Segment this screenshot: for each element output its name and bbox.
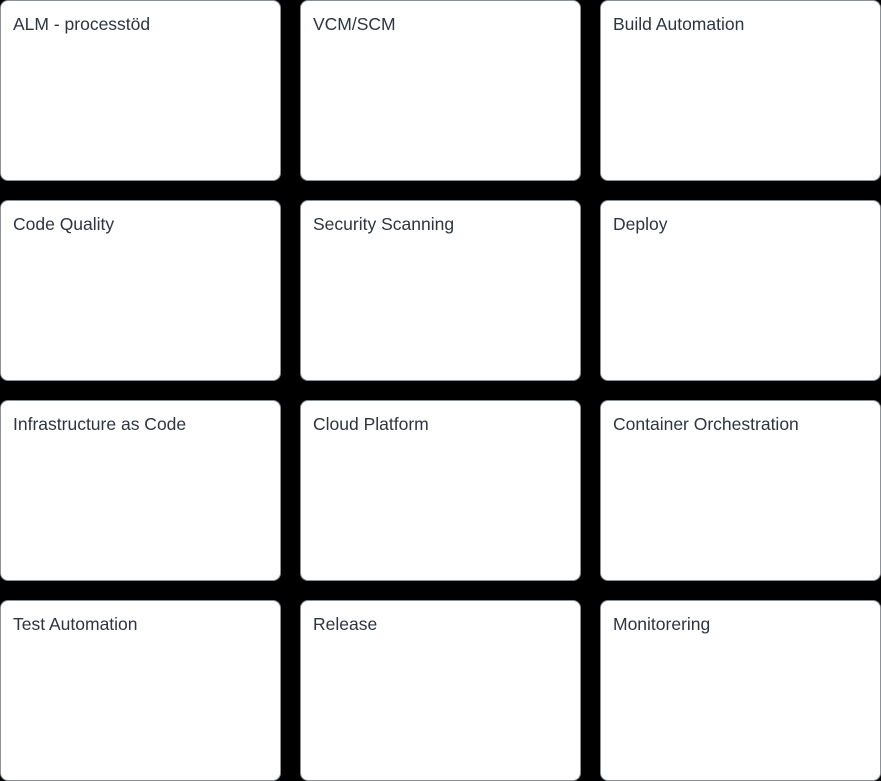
card-title: Cloud Platform (313, 414, 429, 434)
card-title: Code Quality (13, 214, 115, 234)
card-body[interactable] (313, 43, 570, 172)
card-body[interactable] (13, 643, 270, 772)
card-security-scanning[interactable]: Security Scanning (300, 200, 581, 381)
card-cloud-platform[interactable]: Cloud Platform (300, 400, 581, 581)
card-body[interactable] (613, 643, 870, 772)
card-monitorering[interactable]: Monitorering (600, 600, 881, 781)
card-title: Security Scanning (313, 214, 455, 234)
card-body[interactable] (13, 443, 270, 572)
card-body[interactable] (613, 43, 870, 172)
card-body[interactable] (13, 43, 270, 172)
card-test-automation[interactable]: Test Automation (0, 600, 281, 781)
card-alm-processtod[interactable]: ALM - processtöd (0, 0, 281, 181)
card-container-orchestration[interactable]: Container Orchestration (600, 400, 881, 581)
card-title: Container Orchestration (613, 414, 799, 434)
card-body[interactable] (13, 243, 270, 372)
card-body[interactable] (613, 243, 870, 372)
card-body[interactable] (613, 443, 870, 572)
card-title: Infrastructure as Code (13, 414, 187, 434)
card-code-quality[interactable]: Code Quality (0, 200, 281, 381)
card-title: Test Automation (13, 614, 138, 634)
card-body[interactable] (313, 643, 570, 772)
card-title: VCM/SCM (313, 14, 396, 34)
card-release[interactable]: Release (300, 600, 581, 781)
card-body[interactable] (313, 243, 570, 372)
card-title: Deploy (613, 214, 668, 234)
card-body[interactable] (313, 443, 570, 572)
card-build-automation[interactable]: Build Automation (600, 0, 881, 181)
card-infrastructure-as-code[interactable]: Infrastructure as Code (0, 400, 281, 581)
card-title: Release (313, 614, 378, 634)
card-vcm-scm[interactable]: VCM/SCM (300, 0, 581, 181)
card-deploy[interactable]: Deploy (600, 200, 881, 381)
card-title: ALM - processtöd (13, 14, 151, 34)
card-title: Monitorering (613, 614, 711, 634)
card-title: Build Automation (613, 14, 745, 34)
